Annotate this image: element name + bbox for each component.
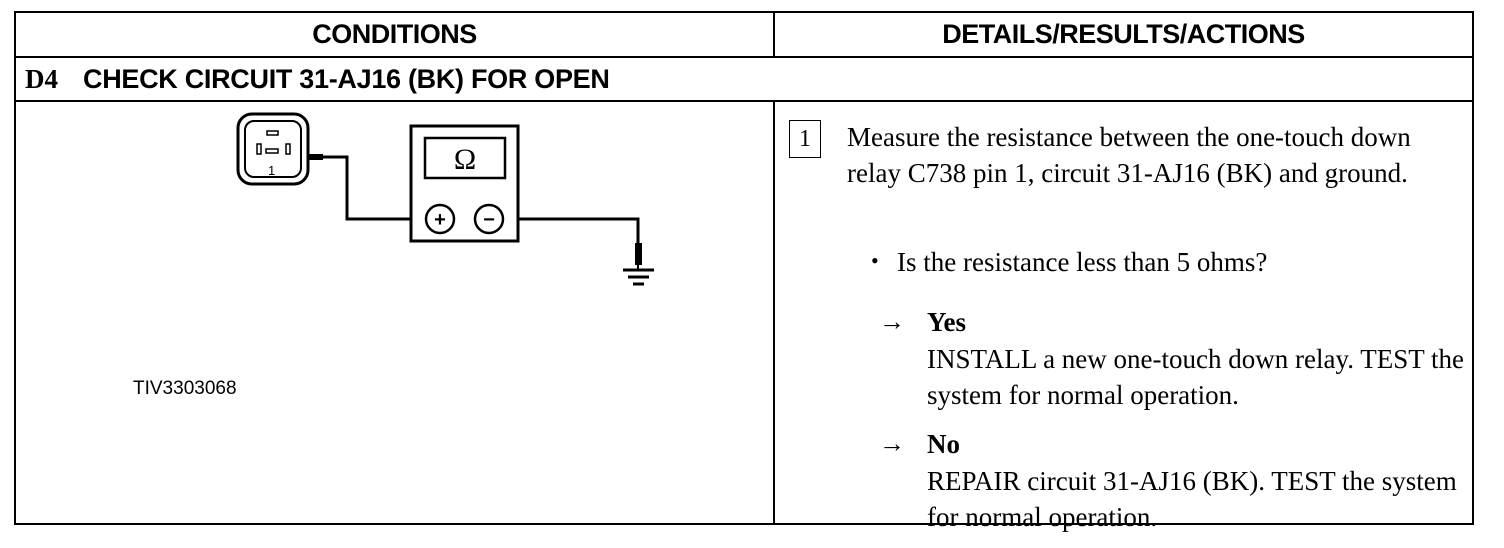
details-header: DETAILS/RESULTS/ACTIONS (942, 19, 1305, 49)
no-action: REPAIR circuit 31-AJ16 (BK). TEST the sy… (927, 466, 1457, 532)
ohm-symbol: Ω (454, 143, 476, 176)
conditions-diagram: 1 Ω + − TIV33030 (16, 102, 773, 523)
wiring-diagram: 1 Ω + − (236, 112, 654, 286)
conditions-header: CONDITIONS (16, 13, 775, 56)
relay-connector-icon: 1 (236, 112, 323, 186)
ground-icon (623, 243, 654, 286)
procedure-step-number: 1 (789, 120, 821, 158)
procedure-question: Is the resistance less than 5 ohms? (897, 247, 1268, 277)
no-label: No (927, 429, 960, 459)
ohmmeter-icon: Ω + − (409, 124, 520, 243)
figure-code: TIV3303068 (133, 378, 237, 399)
procedure-instruction: Measure the resistance between the one-t… (847, 122, 1411, 188)
step-title-row: D4 CHECK CIRCUIT 31-AJ16 (BK) FOR OPEN (16, 56, 1472, 102)
connector-pin-label: 1 (268, 163, 275, 178)
yes-label: Yes (927, 307, 966, 337)
minus-terminal: − (483, 209, 495, 231)
step-title: CHECK CIRCUIT 31-AJ16 (BK) FOR OPEN (83, 63, 610, 94)
no-arrow-icon: → (879, 429, 905, 458)
bullet-icon: • (871, 248, 879, 273)
diagnostic-table: CONDITIONS DETAILS/RESULTS/ACTIONS D4 CH… (14, 11, 1474, 532)
plus-terminal: + (434, 209, 446, 231)
column-divider (773, 102, 775, 523)
yes-action: INSTALL a new one-touch down relay. TEST… (927, 344, 1464, 410)
step-id: D4 (25, 63, 58, 94)
details-cell: 1 Measure the resistance between the one… (775, 102, 1472, 532)
yes-arrow-icon: → (879, 307, 905, 336)
